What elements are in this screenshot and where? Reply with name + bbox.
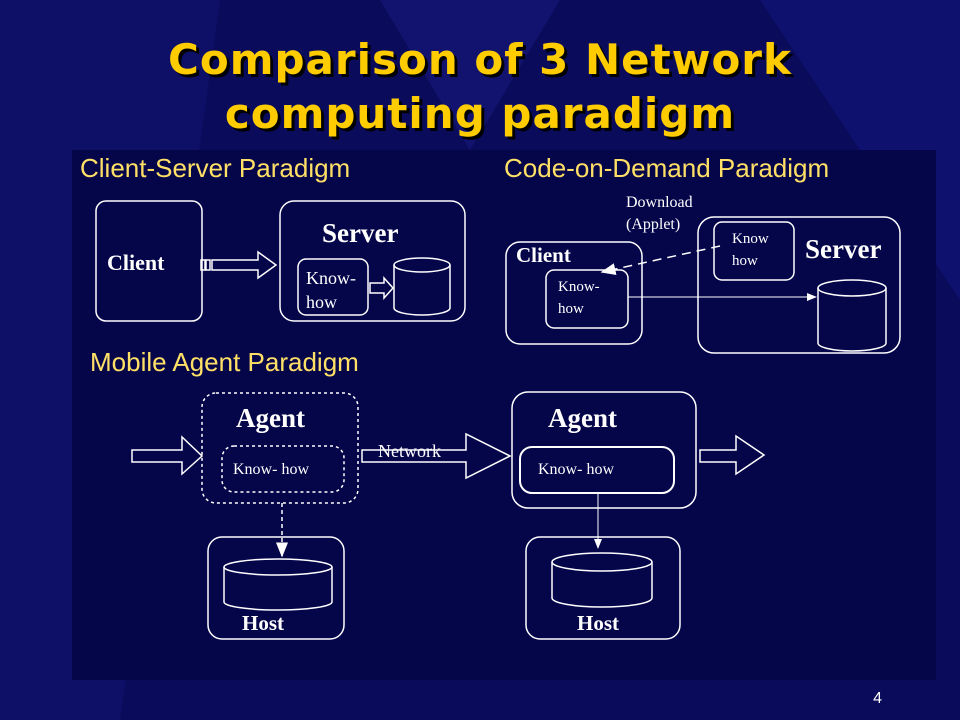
cs-heading: Client-Server Paradigm bbox=[80, 153, 351, 183]
ma-incoming-arrow bbox=[131, 435, 204, 476]
slide-title: Comparison of 3 Network computing paradi… bbox=[0, 33, 960, 141]
ma-host2-box bbox=[525, 536, 681, 640]
ma-host1-box bbox=[207, 536, 345, 640]
cod-download-label: Download(Applet) bbox=[626, 194, 693, 233]
cod-knowhow-server-box bbox=[713, 221, 795, 281]
cod-client-label: Client bbox=[516, 243, 571, 267]
cs-knowhow-box bbox=[297, 258, 369, 316]
ma-outgoing-arrow bbox=[699, 434, 766, 476]
cod-server-box bbox=[697, 216, 901, 354]
ma-knowhow-box-dashed bbox=[221, 445, 345, 493]
cod-client-box bbox=[505, 241, 643, 345]
page-number: 4 bbox=[873, 690, 882, 707]
ma-agent-box-dashed bbox=[201, 392, 359, 504]
cs-database-icon bbox=[393, 257, 451, 316]
ma-knowhow2-label: Know- how bbox=[538, 461, 614, 478]
cod-heading: Code-on-Demand Paradigm bbox=[504, 153, 830, 183]
ma-host2-label: Host bbox=[577, 611, 619, 635]
slide-title-shadow: Comparison of 3 Network computing paradig… bbox=[171, 38, 795, 141]
cod-download-arrow bbox=[600, 245, 721, 275]
content-panel bbox=[72, 150, 936, 680]
ma-heading: Mobile Agent Paradigm bbox=[90, 347, 359, 377]
ma-agent1-label: Agent bbox=[236, 403, 305, 433]
cs-client-box bbox=[95, 200, 203, 322]
slide-title-line1: Comparison of 3 Network bbox=[168, 35, 792, 84]
cs-server-box bbox=[279, 200, 466, 322]
cod-knowhow-client-label: Know-how bbox=[558, 279, 600, 317]
ma-network-arrow bbox=[361, 432, 512, 480]
ma-host1-database-icon bbox=[223, 558, 333, 611]
ma-host2-database-icon bbox=[551, 552, 653, 608]
cod-server-label: Server bbox=[805, 234, 882, 264]
cs-request-arrow bbox=[211, 250, 278, 280]
ma-host1-label: Host bbox=[242, 611, 284, 635]
ma-knowhow1-label: Know- how bbox=[233, 461, 309, 478]
ma-knowhow-box bbox=[519, 446, 675, 494]
ma-network-label: Network bbox=[378, 441, 441, 461]
slide-title-line2: computing paradigm bbox=[224, 89, 736, 138]
cs-knowhow-label: Know-how bbox=[306, 268, 356, 312]
cod-database-icon bbox=[817, 279, 887, 352]
cs-knowhow-arrow bbox=[369, 276, 395, 300]
cs-server-label: Server bbox=[322, 218, 399, 248]
cod-knowhow-client-box bbox=[545, 269, 629, 329]
cs-client-label: Client bbox=[107, 250, 165, 275]
ma-agent2-label: Agent bbox=[548, 403, 617, 433]
ma-agent-box bbox=[511, 391, 697, 509]
